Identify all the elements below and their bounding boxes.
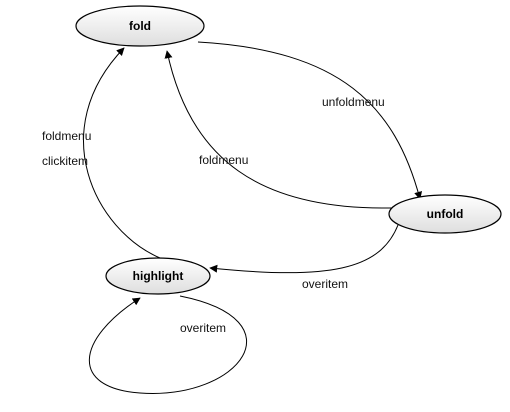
label-unfold-to-fold: foldmenu (199, 153, 248, 167)
label-fold-to-unfold: unfoldmenu (322, 95, 385, 109)
label-highlight-to-fold-line2: clickitem (42, 154, 88, 168)
label-highlight-self: overitem (180, 321, 226, 335)
edge-highlight-self-loop (88, 295, 248, 394)
label-unfold-to-highlight: overitem (302, 277, 348, 291)
state-highlight: highlight (105, 257, 211, 295)
label-highlight-to-fold-line1: foldmenu (42, 129, 91, 143)
edge-unfold-to-fold (164, 50, 393, 209)
edge-fold-to-unfold (197, 41, 423, 200)
state-highlight-label: highlight (133, 269, 184, 283)
state-unfold-shape (388, 194, 502, 234)
state-unfold: unfold (388, 194, 502, 234)
state-fold-label: fold (129, 19, 151, 33)
state-fold: fold (75, 5, 205, 47)
state-fold-shape (75, 5, 205, 47)
edge-unfold-to-highlight (209, 224, 399, 274)
state-highlight-shape (105, 257, 211, 295)
edge-highlight-to-fold (83, 47, 161, 259)
state-unfold-label: unfold (427, 207, 464, 221)
